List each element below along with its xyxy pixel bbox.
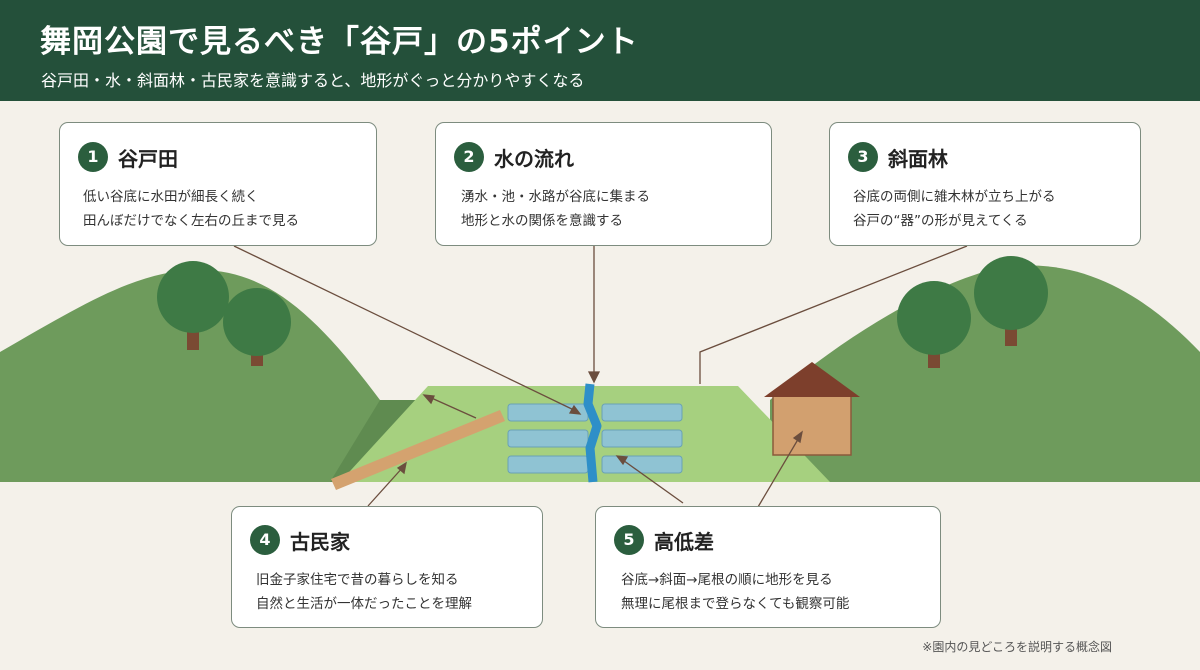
paddy-field — [601, 403, 683, 422]
tree-icon — [223, 288, 291, 366]
point-title: 斜面林 — [888, 147, 948, 171]
point-description: 低い谷底に水田が細長く続く — [83, 189, 259, 205]
paddy-field — [507, 429, 589, 448]
point-description: 田んぼだけでなく左右の丘まで見る — [83, 213, 299, 229]
point-card-3: 3 斜面林 谷底の両側に雑木林が立ち上がる 谷戸の“器”の形が見えてくる — [829, 122, 1141, 246]
connector-line-house — [757, 435, 801, 508]
tree-icon — [157, 261, 229, 350]
point-card-4: 4 古民家 旧金子家住宅で昔の暮らしを知る 自然と生活が一体だったことを理解 — [231, 506, 543, 628]
number-badge: 3 — [848, 142, 878, 172]
point-description: 谷底→斜面→尾根の順に地形を見る — [621, 572, 833, 588]
point-description: 旧金子家住宅で昔の暮らしを知る — [256, 572, 459, 588]
footnote: ※園内の見どころを説明する概念図 — [922, 640, 1112, 654]
number-badge: 1 — [78, 142, 108, 172]
stream — [583, 383, 602, 483]
point-description: 谷戸の“器”の形が見えてくる — [853, 213, 1028, 229]
point-description: 無理に尾根まで登らなくても観察可能 — [621, 596, 850, 612]
page-subtitle: 谷戸田・水・斜面林・古民家を意識すると、地形がぐっと分かりやすくなる — [41, 71, 585, 90]
point-title: 古民家 — [290, 530, 350, 554]
paddy-field — [601, 429, 683, 448]
tree-icon — [897, 281, 971, 368]
connector-line-5 — [619, 457, 684, 504]
left-hill — [0, 270, 430, 482]
connector-line-path — [426, 395, 477, 419]
number-badge: 5 — [614, 525, 644, 555]
header-bar: 舞岡公園で見るべき「谷戸」の5ポイント 谷戸田・水・斜面林・古民家を意識すると、… — [0, 0, 1200, 101]
point-description: 自然と生活が一体だったことを理解 — [256, 596, 472, 612]
point-title: 高低差 — [654, 530, 714, 554]
connector-line-3 — [699, 245, 968, 384]
tree-icon — [974, 256, 1048, 346]
point-title: 谷戸田 — [118, 147, 178, 171]
paddy-field — [601, 455, 683, 474]
point-description: 湧水・池・水路が谷底に集まる — [461, 189, 650, 205]
page-title: 舞岡公園で見るべき「谷戸」の5ポイント — [40, 24, 639, 60]
point-description: 谷底の両側に雑木林が立ち上がる — [853, 189, 1056, 205]
connector-line-1 — [233, 245, 579, 413]
point-title: 水の流れ — [494, 147, 574, 171]
walking-path — [331, 410, 505, 490]
connector-line-4 — [367, 465, 405, 507]
right-hill — [770, 265, 1200, 482]
point-card-1: 1 谷戸田 低い谷底に水田が細長く続く 田んぼだけでなく左右の丘まで見る — [59, 122, 377, 246]
point-card-5: 5 高低差 谷底→斜面→尾根の順に地形を見る 無理に尾根まで登らなくても観察可能 — [595, 506, 941, 628]
paddy-field — [507, 455, 589, 474]
number-badge: 2 — [454, 142, 484, 172]
number-badge: 4 — [250, 525, 280, 555]
old-house-icon — [764, 362, 860, 456]
point-card-2: 2 水の流れ 湧水・池・水路が谷底に集まる 地形と水の関係を意識する — [435, 122, 772, 246]
point-description: 地形と水の関係を意識する — [461, 213, 623, 229]
